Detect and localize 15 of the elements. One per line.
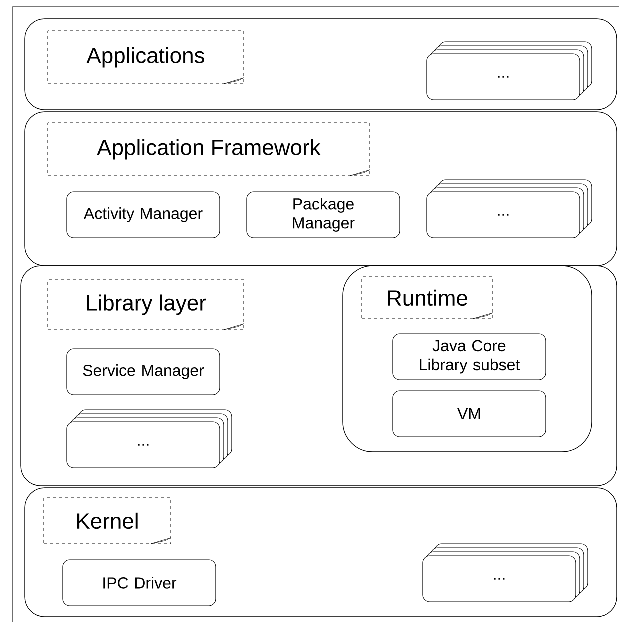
heading-note: Applications	[48, 30, 244, 84]
heading-note: Kernel	[44, 498, 172, 544]
component-box: Activity Manager	[66, 192, 220, 238]
component-box: Service Manager	[66, 348, 220, 396]
heading-note: Runtime	[362, 276, 494, 320]
component-box: Java Core Library subset	[392, 334, 546, 380]
component-box: Package Manager	[246, 192, 400, 238]
heading-note: Application Framework	[48, 122, 370, 176]
heading-note: Library layer	[48, 280, 244, 330]
stacked-box: ...	[426, 180, 592, 238]
stacked-box: ...	[426, 42, 592, 100]
component-box: IPC Driver	[62, 560, 216, 606]
stacked-box: ...	[422, 544, 588, 602]
stacked-box: ...	[66, 410, 232, 468]
component-box: VM	[392, 390, 546, 438]
